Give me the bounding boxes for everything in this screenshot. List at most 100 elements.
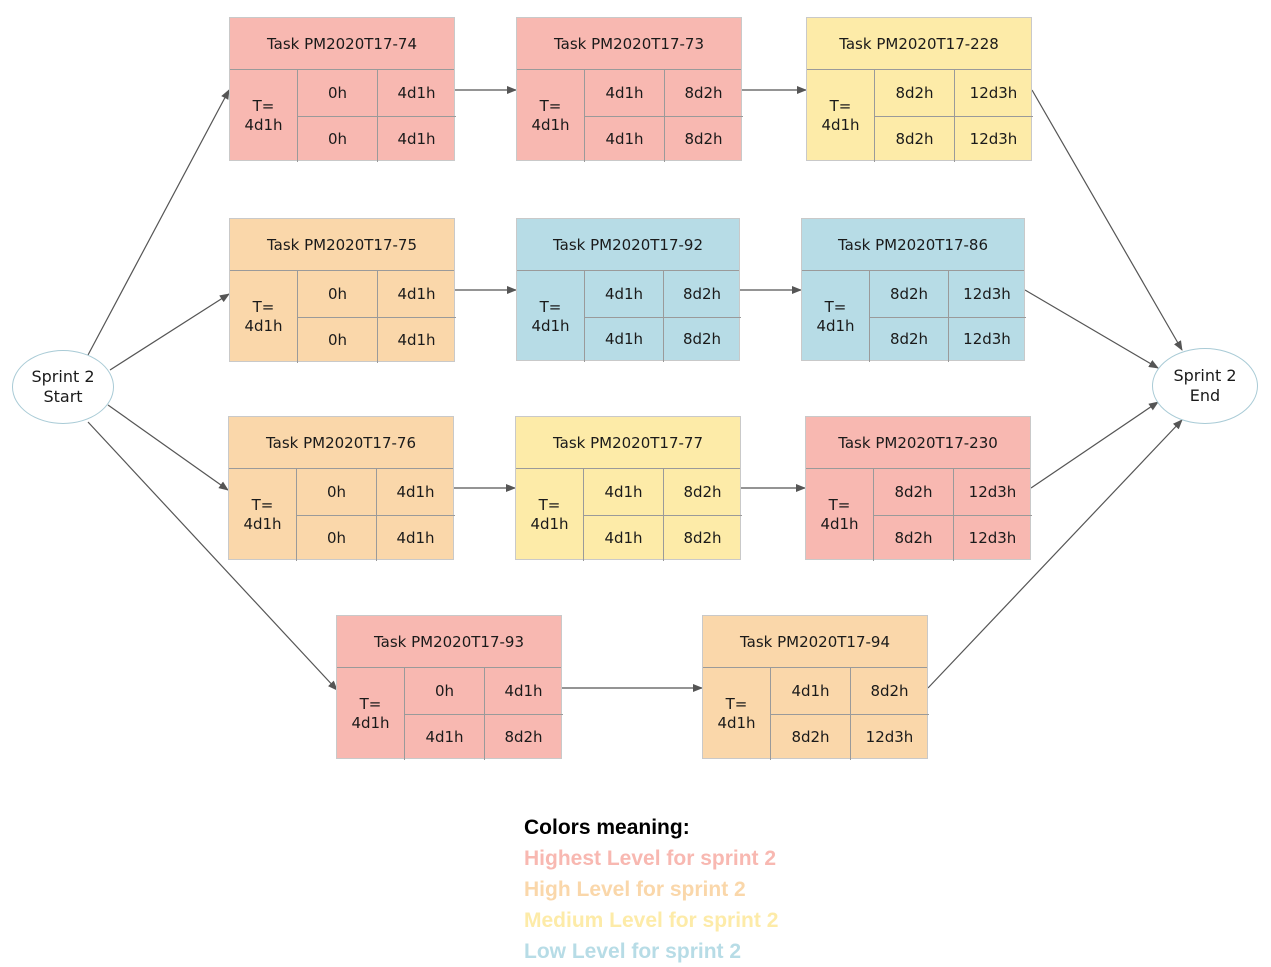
late-finish: 8d2h: [684, 130, 723, 148]
early-finish: 8d2h: [684, 84, 723, 102]
early-finish: 8d2h: [870, 682, 909, 700]
late-start: 0h: [327, 130, 348, 148]
task-duration: T=4d1h: [230, 271, 298, 363]
late-finish: 12d3h: [968, 529, 1017, 547]
cell-divider: [297, 515, 455, 516]
sprint-start-line2: Start: [43, 387, 83, 406]
color-legend: Colors meaning: Highest Level for sprint…: [524, 812, 778, 967]
duration-label: T=: [539, 297, 562, 316]
early-start: 8d2h: [895, 84, 934, 102]
late-finish: 8d2h: [682, 330, 722, 349]
duration-label: T=: [824, 297, 847, 316]
duration-label: T=: [725, 695, 748, 713]
dependency-arrow: [87, 421, 338, 691]
legend-medium: Medium Level for sprint 2: [524, 909, 779, 932]
early-start: 0h: [327, 84, 348, 102]
duration-value: 4d1h: [530, 515, 569, 533]
cell-divider: [298, 317, 456, 318]
task-duration: T=4d1h: [806, 469, 874, 561]
legend-highest: Highest Level for sprint 2: [524, 847, 777, 870]
duration-value: 4d1h: [243, 515, 282, 533]
duration-label: T=: [829, 97, 852, 115]
late-finish: 8d2h: [683, 529, 722, 547]
duration-value: 4d1h: [531, 116, 570, 134]
late-start: 4d1h: [604, 330, 644, 349]
cell-divider: [771, 714, 929, 715]
duration-value: 4d1h: [531, 316, 570, 335]
late-start: 0h: [327, 331, 348, 349]
early-start: 4d1h: [604, 483, 643, 501]
late-finish: 12d3h: [969, 130, 1018, 148]
dependency-arrow: [1030, 401, 1159, 489]
task-duration: T=4d1h: [703, 668, 771, 760]
late-finish: 4d1h: [397, 130, 436, 148]
cell-divider: [585, 116, 743, 117]
early-finish: 12d3h: [969, 84, 1018, 102]
early-start: 8d2h: [889, 284, 929, 303]
late-start: 4d1h: [425, 728, 464, 746]
cell-divider: [405, 714, 563, 715]
task-duration: T=4d1h: [230, 70, 298, 162]
sprint-end-node[interactable]: Sprint 2 End: [1152, 348, 1258, 424]
duration-value: 4d1h: [816, 316, 855, 335]
early-start: 8d2h: [894, 483, 933, 501]
task-title: Task PM2020T17-75: [230, 219, 454, 271]
duration-label: T=: [252, 97, 275, 115]
cell-divider: [298, 116, 456, 117]
task-title: Task PM2020T17-93: [337, 616, 561, 668]
duration-label: T=: [252, 298, 275, 316]
cell-divider: [875, 116, 1033, 117]
late-finish: 12d3h: [865, 728, 914, 746]
task-duration: T=4d1h: [807, 70, 875, 162]
legend-high: High Level for sprint 2: [524, 878, 746, 901]
duration-value: 4d1h: [351, 714, 390, 732]
task-title: Task PM2020T17-76: [229, 417, 453, 469]
dependency-arrow: [107, 404, 229, 491]
late-finish: 8d2h: [504, 728, 543, 746]
task-title: Task PM2020T17-73: [517, 18, 741, 70]
dependency-arrow: [1031, 89, 1183, 351]
task-duration: T=4d1h: [229, 469, 297, 561]
dependency-arrow: [927, 419, 1183, 689]
early-finish: 8d2h: [683, 483, 722, 501]
task-title: Task PM2020T17-230: [806, 417, 1030, 469]
early-finish: 4d1h: [397, 84, 436, 102]
late-start: 8d2h: [889, 330, 929, 349]
sprint-start-node[interactable]: Sprint 2 Start: [12, 350, 114, 424]
sprint-end-line2: End: [1189, 386, 1221, 405]
dependency-arrow: [1024, 289, 1159, 369]
late-start: 8d2h: [894, 529, 933, 547]
task-duration: T=4d1h: [802, 271, 870, 362]
task-duration: T=4d1h: [516, 469, 584, 561]
late-finish: 4d1h: [397, 331, 436, 349]
early-start: 0h: [434, 682, 455, 700]
duration-label: T=: [539, 97, 562, 115]
early-start: 4d1h: [791, 682, 830, 700]
duration-label: T=: [359, 695, 382, 713]
duration-label: T=: [828, 496, 851, 514]
early-start: 0h: [326, 483, 347, 501]
cell-divider: [874, 515, 1032, 516]
early-finish: 4d1h: [396, 483, 435, 501]
legend-low: Low Level for sprint 2: [524, 940, 742, 963]
late-start: 8d2h: [791, 728, 830, 746]
duration-value: 4d1h: [244, 116, 283, 134]
late-finish: 4d1h: [396, 529, 435, 547]
early-finish: 12d3h: [963, 284, 1011, 303]
late-start: 0h: [326, 529, 347, 547]
cell-divider: [584, 515, 742, 516]
task-title: Task PM2020T17-92: [517, 219, 739, 271]
